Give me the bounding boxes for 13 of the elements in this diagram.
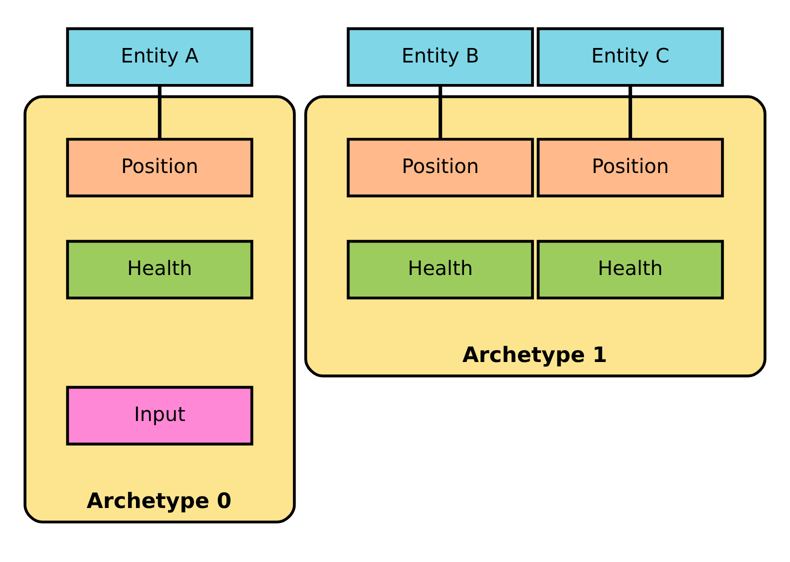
node-box: Position (346, 138, 534, 198)
connector (438, 86, 442, 139)
connector (158, 86, 162, 139)
node-box: Health (66, 240, 254, 300)
node-box: Position (536, 138, 724, 198)
node-box: Entity C (536, 27, 724, 87)
node-box: Position (66, 138, 254, 198)
node-box: Input (66, 386, 254, 446)
node-box: Health (536, 240, 724, 300)
node-box: Health (346, 240, 534, 300)
node-box: Entity A (66, 27, 254, 87)
node-box: Entity B (346, 27, 534, 87)
connector (628, 86, 632, 139)
